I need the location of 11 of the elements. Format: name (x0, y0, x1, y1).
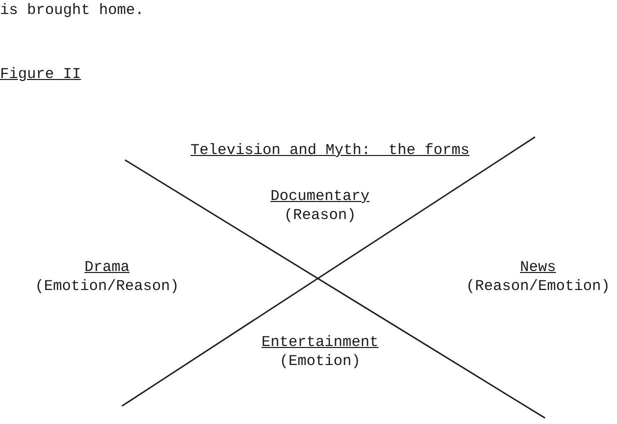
body-text: is brought home. (0, 2, 144, 19)
form-subtitle: (Emotion/Reason) (34, 277, 180, 296)
form-heading: Documentary (270, 187, 370, 206)
form-subtitle: (Reason) (284, 206, 356, 225)
diagram-title: Television and Myth: the forms (190, 142, 470, 159)
figure-label: Figure II (0, 66, 82, 83)
form-subtitle: (Reason/Emotion) (466, 277, 610, 296)
form-subtitle: (Emotion) (279, 352, 360, 371)
form-heading: News (520, 258, 556, 277)
form-heading: Entertainment (261, 333, 379, 352)
form-heading: Drama (84, 258, 130, 277)
